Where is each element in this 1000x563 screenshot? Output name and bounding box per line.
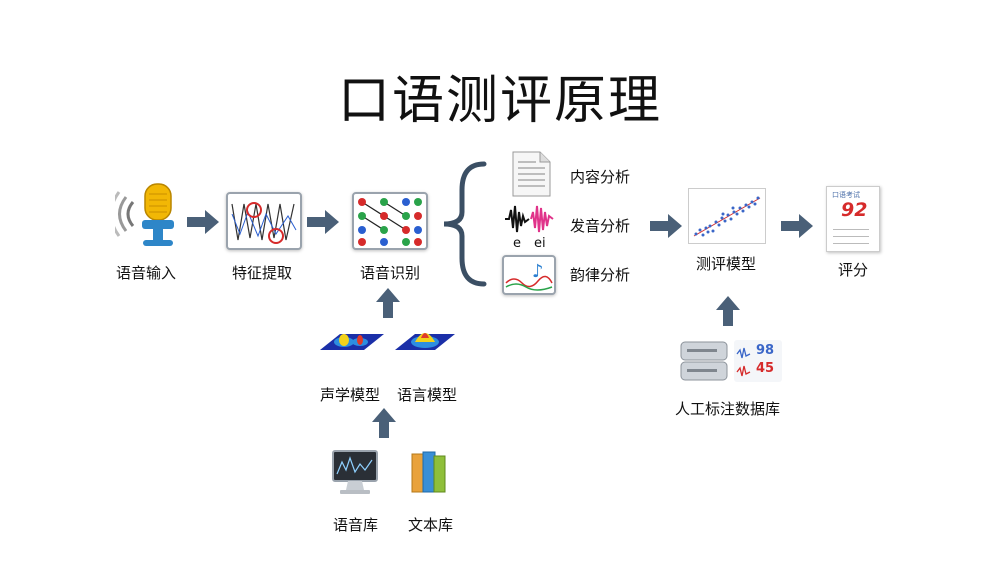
- arrow-right-icon: [781, 214, 813, 238]
- waveform-icon: [505, 205, 554, 233]
- score-card-heading: 口语考试: [832, 191, 860, 199]
- score-card-score: 92: [841, 199, 868, 221]
- language-model-label: 语言模型: [397, 386, 458, 404]
- microphone-icon: [115, 183, 174, 246]
- prosody-analysis-label: 韵律分析: [570, 266, 631, 284]
- feature-extraction-label: 特征提取: [232, 264, 293, 282]
- content-analysis-label: 内容分析: [570, 168, 631, 186]
- annotation-database-label: 人工标注数据库: [675, 400, 781, 418]
- speech-recognition-label: 语音识别: [360, 264, 421, 282]
- arrow-up-icon: [716, 296, 740, 326]
- score-label: 评分: [838, 261, 869, 279]
- svg-text:♪: ♪: [532, 261, 544, 282]
- arrow-right-icon: [187, 210, 219, 234]
- brace-icon: [443, 161, 487, 287]
- database-drive-icon: [680, 341, 728, 381]
- speech-corpus-label: 语音库: [333, 516, 379, 534]
- page-title: 口语测评原理: [337, 71, 662, 131]
- arrow-right-icon: [307, 210, 339, 234]
- books-icon: [411, 451, 446, 493]
- annotation-value-bottom: 45: [756, 361, 775, 376]
- annotation-value-top: 98: [756, 343, 775, 358]
- document-icon: [512, 151, 551, 197]
- feature-extraction-image: [226, 192, 302, 250]
- pronunciation-analysis-label: 发音分析: [570, 217, 631, 235]
- acoustic-model-label: 声学模型: [320, 386, 381, 404]
- phoneme-ei-label: ei: [534, 236, 546, 251]
- phoneme-e-label: e: [513, 236, 521, 251]
- scatter-plot-icon: [688, 188, 766, 244]
- score-card: 口语考试 92: [826, 186, 880, 252]
- arrow-up-icon: [372, 408, 396, 438]
- acoustic-model-plot-icon: [320, 334, 384, 350]
- arrow-right-icon: [650, 214, 682, 238]
- speech-recognition-image: [352, 192, 428, 250]
- monitor-icon: [332, 450, 378, 494]
- arrow-up-icon: [376, 288, 400, 318]
- evaluation-model-label: 测评模型: [696, 255, 757, 273]
- speech-input-label: 语音输入: [116, 264, 177, 282]
- text-corpus-label: 文本库: [408, 516, 454, 534]
- prosody-image: ♪: [502, 255, 556, 295]
- language-model-plot-icon: [395, 333, 455, 350]
- annotation-values-panel: 98 45: [734, 340, 782, 382]
